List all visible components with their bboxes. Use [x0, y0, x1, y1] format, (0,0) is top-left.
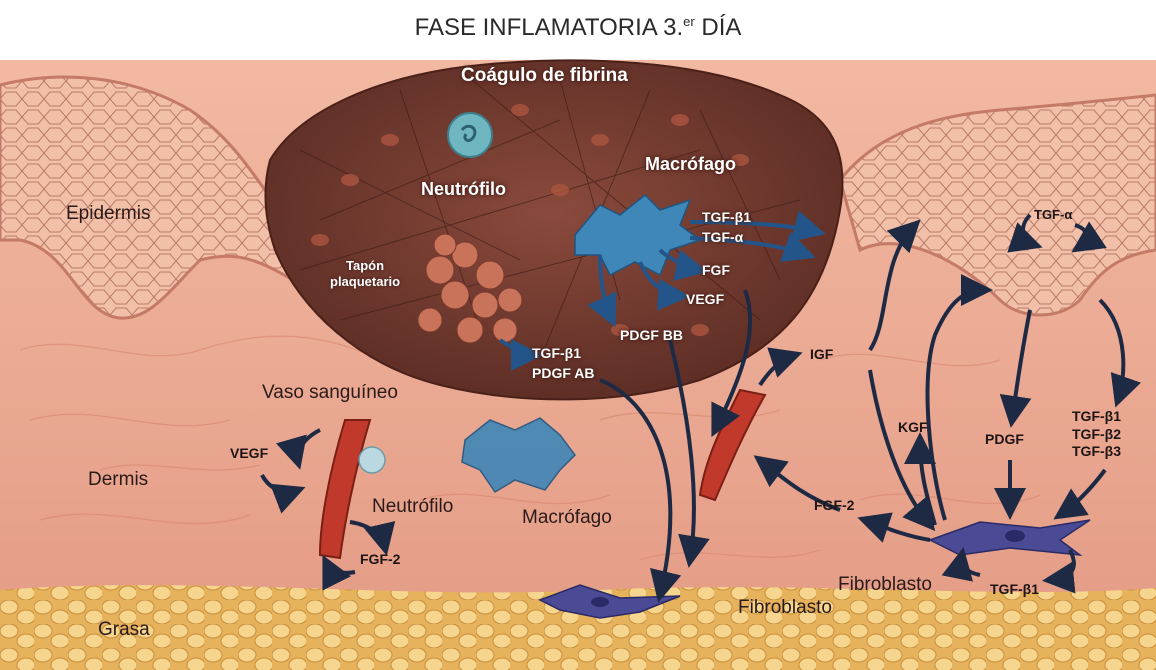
factor-pdgfbb: PDGF BB: [620, 328, 683, 342]
factor-pdgf: PDGF: [985, 432, 1024, 446]
factor-kgf: KGF: [898, 420, 928, 434]
factor-tgfa-epi: TGF-α: [1034, 208, 1072, 221]
label-neutrofilo-vessel: Neutrófilo: [372, 497, 453, 516]
label-tapon-line1: Tapón: [330, 258, 400, 274]
label-tapon: Tapón plaquetario: [330, 258, 400, 289]
label-vaso: Vaso sanguíneo: [262, 383, 398, 402]
factor-tgfb1-fibro: TGF-β1: [990, 582, 1039, 596]
label-fibroblasto-bottom: Fibroblasto: [738, 598, 832, 617]
label-fibroblasto-right: Fibroblasto: [838, 575, 932, 594]
factor-vegf-macro: VEGF: [686, 292, 724, 306]
factor-tgfb-stack: TGF-β1 TGF-β2 TGF-β3: [1072, 408, 1121, 461]
label-neutrofilo-clot: Neutrófilo: [421, 180, 506, 198]
neutrophil-clot: [448, 113, 492, 157]
factor-fgf-macro: FGF: [702, 263, 730, 277]
label-dermis: Dermis: [88, 470, 148, 489]
fibroblast-right-nucleus: [1005, 530, 1025, 542]
label-macrofago-clot: Macrófago: [645, 155, 736, 173]
neutrophil-vessel: [359, 447, 385, 473]
factor-tgfa-macro: TGF-α: [702, 230, 743, 244]
factor-tgfb1-platelet: TGF-β1: [532, 346, 581, 360]
factor-tgfb1-macro: TGF-β1: [702, 210, 751, 224]
factor-tgfb2-right: TGF-β2: [1072, 426, 1121, 444]
fibroblast-bottom-nucleus: [591, 597, 609, 607]
label-tapon-line2: plaquetario: [330, 274, 400, 290]
factor-tgfb1-right: TGF-β1: [1072, 408, 1121, 426]
factor-tgfb3-right: TGF-β3: [1072, 443, 1121, 461]
label-epidermis: Epidermis: [66, 204, 150, 223]
factor-fgf2-left: FGF-2: [360, 552, 400, 566]
factor-fgf2-right: FGF-2: [814, 498, 854, 512]
label-grasa: Grasa: [98, 620, 150, 639]
label-macrofago-dermis: Macrófago: [522, 508, 612, 527]
label-coagulo: Coágulo de fibrina: [461, 66, 628, 85]
factor-pdgfab: PDGF AB: [532, 366, 594, 380]
factor-vegf-left: VEGF: [230, 446, 268, 460]
factor-igf: IGF: [810, 347, 833, 361]
diagram-title: FASE INFLAMATORIA 3.er DÍA: [0, 14, 1156, 42]
